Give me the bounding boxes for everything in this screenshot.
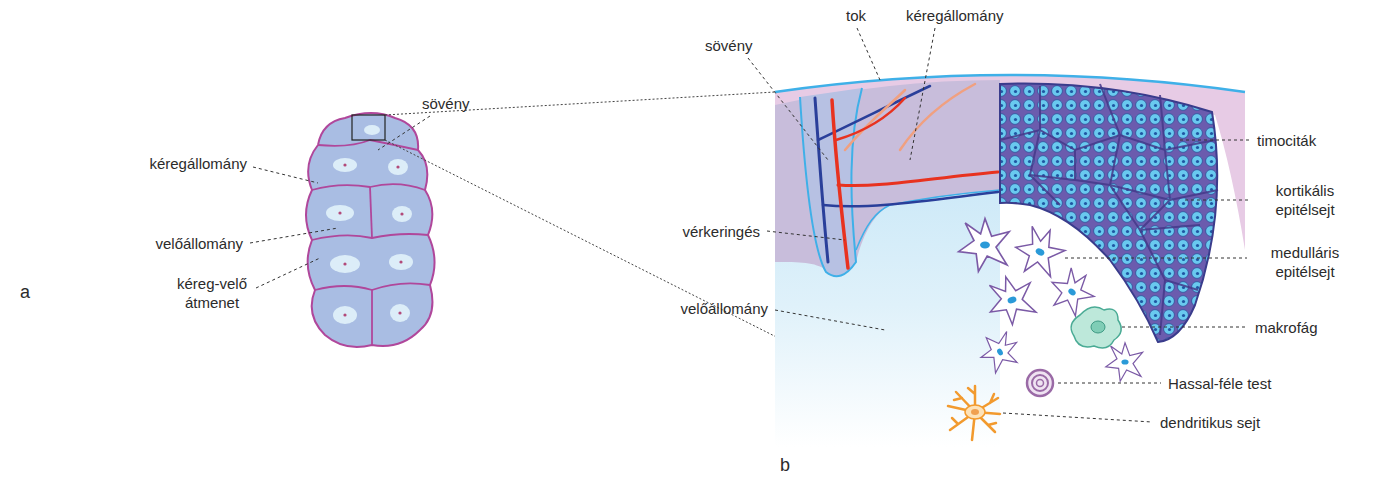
mesh-line: [1140, 95, 1198, 290]
capillary: [845, 90, 905, 150]
blood-vessels: [815, 84, 998, 268]
medulla-patch: [388, 159, 408, 175]
part-label: kéregállomány: [149, 154, 247, 173]
medulla-patch: [330, 255, 360, 273]
leader-line: [256, 258, 320, 288]
mesh-line: [1074, 150, 1076, 180]
septum: [800, 88, 862, 276]
septum-line: [318, 140, 418, 150]
artery: [838, 172, 998, 186]
dendritic-cell: [948, 386, 1000, 440]
medullary-epithelial-cell: [1008, 220, 1070, 283]
leader-line: [1185, 200, 1248, 201]
part-label: sövény: [422, 94, 470, 113]
part-label: sövény: [705, 36, 753, 55]
thymus-organ: [306, 113, 435, 347]
dot: [343, 313, 346, 316]
medulla-patch: [333, 158, 357, 172]
septum-line: [312, 234, 428, 240]
leader-lines: [250, 28, 1250, 422]
part-label: timociták: [1257, 131, 1316, 150]
hassal-ring: [1037, 380, 1044, 387]
leader-line: [378, 116, 430, 150]
leader-line: [1003, 413, 1152, 422]
part-label: Hassal-féle test: [1168, 374, 1271, 393]
cortical-lobule: [1000, 84, 1217, 342]
leader-line: [767, 231, 845, 240]
macrophage-body: [1071, 307, 1121, 348]
part-label: kortikális epitélsejt: [1255, 181, 1355, 219]
medulla-patch: [392, 206, 412, 222]
medullary-epithelial-cell: [983, 271, 1040, 329]
capsule: [775, 75, 1245, 92]
part-label: medulláris epitélsejt: [1253, 243, 1357, 281]
leader-line: [250, 228, 338, 243]
part-label: kéreg-velő átmenet: [166, 274, 258, 312]
medulla-dots: [338, 163, 403, 316]
panel-letter: a: [20, 283, 30, 302]
leader-line: [910, 28, 935, 160]
zoom-box: [352, 115, 385, 140]
leader-line: [1122, 327, 1248, 328]
mesh-line: [1100, 84, 1200, 230]
leader-line: [1065, 258, 1247, 259]
medullary-epithelial-cells: [959, 219, 1143, 382]
medullary-epithelial-cell: [974, 326, 1026, 377]
dendritic-body: [965, 405, 985, 419]
hassal-ring: [1032, 375, 1048, 391]
septum-line: [370, 187, 372, 238]
septum-line: [312, 184, 425, 190]
medulla-patch: [389, 254, 413, 270]
medullary-epithelial-cell: [1106, 343, 1143, 381]
macrophage-nucleus: [1091, 321, 1105, 333]
hassal-ring: [1027, 370, 1053, 396]
septum-line: [315, 283, 430, 290]
dot: [343, 163, 346, 166]
medulla-patch: [326, 205, 354, 221]
part-label: velőállomány: [680, 299, 768, 318]
medulla-patch: [333, 306, 357, 324]
medullary-epithelial-cell: [959, 219, 1010, 272]
part-label: kéregállomány: [906, 6, 1004, 25]
capillary: [900, 84, 975, 150]
leader-line: [748, 58, 828, 160]
medulla-patch: [390, 304, 410, 322]
septum-line: [371, 290, 373, 345]
part-label: dendritikus sejt: [1160, 413, 1260, 432]
hassal-body: [1027, 370, 1053, 396]
vein: [823, 192, 998, 206]
medulla-patch: [364, 125, 380, 135]
artery: [836, 98, 905, 140]
macrophage: [1071, 307, 1121, 348]
dot: [396, 165, 399, 168]
mesh-line: [1030, 175, 1218, 200]
zoom-line: [385, 92, 775, 115]
dot: [399, 260, 402, 263]
part-label: makrofág: [1255, 318, 1318, 337]
dendritic-nucleus: [971, 409, 979, 415]
leader-line: [253, 167, 318, 183]
part-label: velőállomány: [155, 234, 243, 253]
leader-line: [1058, 383, 1161, 384]
mesh-line: [1030, 86, 1060, 205]
panel-letter: b: [780, 456, 790, 475]
leader-line: [1180, 140, 1250, 141]
septa-lines: [312, 140, 430, 345]
leader-line: [775, 310, 885, 330]
part-label: tok: [846, 6, 866, 25]
part-label: vérkeringés: [682, 222, 760, 241]
epithelial-mesh: [1000, 84, 1218, 335]
dot: [400, 212, 403, 215]
medulla-patches: [326, 125, 413, 324]
dot: [343, 262, 346, 265]
leader-line: [857, 28, 880, 80]
dot: [338, 211, 341, 214]
dot: [398, 311, 401, 314]
